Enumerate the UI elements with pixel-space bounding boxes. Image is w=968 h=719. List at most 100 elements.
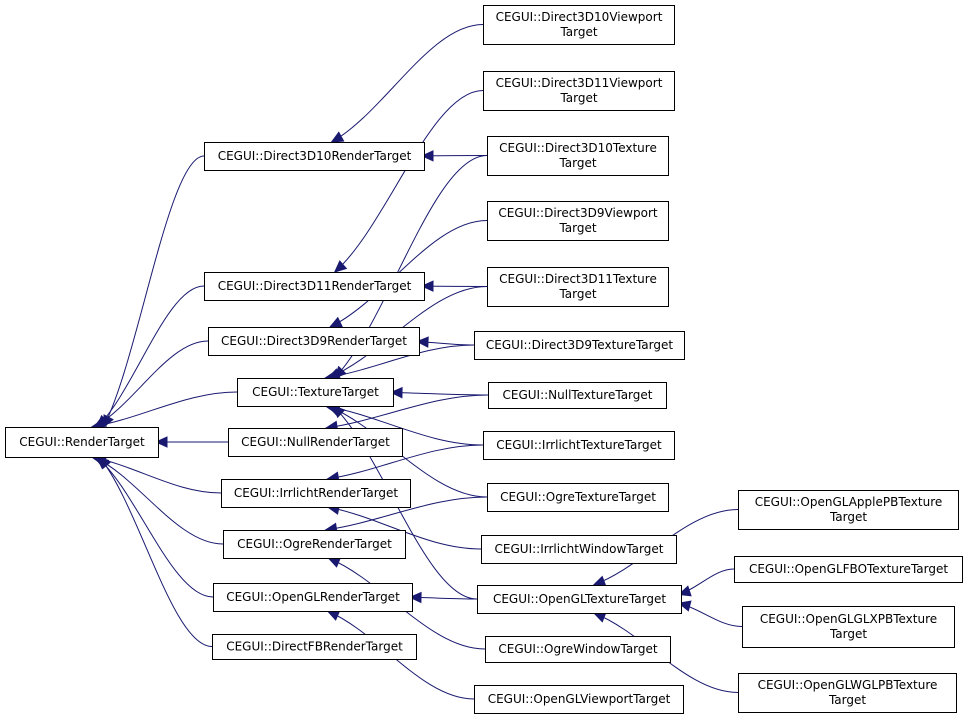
ogre-texture-target-box <box>487 483 669 512</box>
direct3d10-viewport-target-label-1: CEGUI::Direct3D10Viewport <box>496 10 663 24</box>
edge-arrowhead <box>420 280 434 292</box>
edge-arrowhead <box>98 456 112 470</box>
edge-line <box>325 496 488 531</box>
edge-line <box>327 405 488 498</box>
direct3d10-texture-target-label-1: CEGUI::Direct3D10Texture <box>499 141 657 155</box>
edge-arrowhead <box>408 591 422 604</box>
opengl-apple-pb-texture-target-label-2: Target <box>829 510 867 524</box>
opengl-texture-target-node[interactable]: CEGUI::OpenGLTextureTarget <box>477 585 682 614</box>
direct3d11-render-target-box <box>204 272 425 301</box>
direct3d10-render-target-label-1: CEGUI::Direct3D10RenderTarget <box>218 149 412 163</box>
ogre-render-target-node[interactable]: CEGUI::OgreRenderTarget <box>223 530 406 559</box>
edge-line <box>96 456 214 598</box>
texture-target-label-1: CEGUI::TextureTarget <box>252 385 379 399</box>
edge-null-render-target-to-render-target <box>154 436 228 448</box>
edge-line <box>98 456 213 647</box>
irrlicht-texture-target-node[interactable]: CEGUI::IrrlichtTextureTarget <box>483 431 675 460</box>
edge-arrowhead <box>326 610 341 621</box>
directfb-render-target-box <box>212 634 417 660</box>
null-render-target-label-1: CEGUI::NullRenderTarget <box>241 435 390 449</box>
edge-ogre-render-target-to-render-target <box>93 456 224 545</box>
edge-null-texture-target-to-texture-target <box>389 386 489 399</box>
render-target-label-1: CEGUI::RenderTarget <box>19 435 145 449</box>
edge-line <box>327 286 488 379</box>
edge-direct3d9-render-target-to-render-target <box>93 340 209 428</box>
direct3d9-render-target-node[interactable]: CEGUI::Direct3D9RenderTarget <box>208 327 420 356</box>
edge-arrowhead <box>415 336 429 348</box>
edge-line <box>93 340 209 428</box>
direct3d9-render-target-box <box>208 327 420 356</box>
direct3d11-render-target-node[interactable]: CEGUI::Direct3D11RenderTarget <box>204 272 425 301</box>
direct3d11-texture-target-box <box>487 267 669 307</box>
null-texture-target-label-1: CEGUI::NullTextureTarget <box>503 388 653 402</box>
opengl-fbo-texture-target-node[interactable]: CEGUI::OpenGLFBOTextureTarget <box>734 556 963 583</box>
edge-line <box>325 394 489 429</box>
opengl-fbo-texture-target-box <box>734 556 963 583</box>
null-render-target-node[interactable]: CEGUI::NullRenderTarget <box>228 428 403 457</box>
direct3d10-texture-target-label-2: Target <box>558 156 596 170</box>
direct3d10-render-target-node[interactable]: CEGUI::Direct3D10RenderTarget <box>204 142 425 171</box>
irrlicht-render-target-node[interactable]: CEGUI::IrrlichtRenderTarget <box>221 479 411 508</box>
opengl-render-target-box <box>213 583 413 612</box>
direct3d11-render-target-label-1: CEGUI::Direct3D11RenderTarget <box>218 279 412 293</box>
opengl-glxpb-texture-target-box <box>742 606 955 648</box>
edge-texture-target-to-render-target <box>90 391 238 431</box>
null-texture-target-node[interactable]: CEGUI::NullTextureTarget <box>488 382 667 409</box>
opengl-texture-target-label-1: CEGUI::OpenGLTextureTarget <box>493 592 666 606</box>
texture-target-node[interactable]: CEGUI::TextureTarget <box>237 378 394 407</box>
opengl-wglpb-texture-target-label-1: CEGUI::OpenGLWGLPBTexture <box>758 678 938 692</box>
edge-opengl-viewport-target-to-opengl-render-target <box>326 610 475 700</box>
edge-direct3d10-texture-target-to-direct3d10-render-target <box>420 150 488 162</box>
edge-arrowhead <box>154 436 168 448</box>
opengl-apple-pb-texture-target-label-1: CEGUI::OpenGLApplePBTexture <box>755 495 943 509</box>
directfb-render-target-node[interactable]: CEGUI::DirectFBRenderTarget <box>212 634 417 660</box>
opengl-glxpb-texture-target-label-2: Target <box>829 627 867 641</box>
ogre-window-target-node[interactable]: CEGUI::OgreWindowTarget <box>485 636 671 663</box>
irrlicht-window-target-node[interactable]: CEGUI::IrrlichtWindowTarget <box>481 535 677 564</box>
render-target-node[interactable]: CEGUI::RenderTarget <box>5 427 159 458</box>
ogre-texture-target-node[interactable]: CEGUI::OgreTextureTarget <box>487 483 669 512</box>
direct3d10-render-target-box <box>204 142 425 171</box>
direct3d9-texture-target-label-1: CEGUI::Direct3D9TextureTarget <box>486 338 673 352</box>
null-render-target-box <box>228 428 403 457</box>
irrlicht-texture-target-label-1: CEGUI::IrrlichtTextureTarget <box>496 438 662 452</box>
irrlicht-render-target-box <box>221 479 411 508</box>
direct3d9-viewport-target-box <box>487 201 669 241</box>
direct3d10-viewport-target-label-2: Target <box>559 25 597 39</box>
edge-opengl-texture-target-to-opengl-render-target <box>408 591 478 604</box>
opengl-render-target-node[interactable]: CEGUI::OpenGLRenderTarget <box>213 583 413 612</box>
opengl-viewport-target-node[interactable]: CEGUI::OpenGLViewportTarget <box>474 685 684 714</box>
opengl-texture-target-box <box>477 585 682 614</box>
direct3d11-viewport-target-label-1: CEGUI::Direct3D11Viewport <box>496 76 663 90</box>
edge-direct3d9-viewport-target-to-direct3d9-render-target <box>328 220 488 328</box>
edge-opengl-fbo-texture-target-to-opengl-texture-target <box>677 568 735 597</box>
edges-layer <box>90 24 743 700</box>
direct3d11-texture-target-label-1: CEGUI::Direct3D11Texture <box>499 272 657 286</box>
edge-line <box>91 456 222 494</box>
direct3d11-viewport-target-label-2: Target <box>559 91 597 105</box>
opengl-wglpb-texture-target-box <box>738 673 957 713</box>
render-target-box <box>5 427 159 458</box>
edge-line <box>334 90 484 273</box>
ogre-window-target-label-1: CEGUI::OgreWindowTarget <box>498 642 658 656</box>
direct3d9-texture-target-node[interactable]: CEGUI::Direct3D9TextureTarget <box>474 331 685 360</box>
edge-arrowhead <box>677 585 692 597</box>
direct3d9-render-target-label-1: CEGUI::Direct3D9RenderTarget <box>221 334 407 348</box>
opengl-apple-pb-texture-target-box <box>738 490 959 530</box>
edge-line <box>331 24 484 143</box>
edge-arrowhead <box>592 575 607 587</box>
direct3d9-viewport-target-label-2: Target <box>558 221 596 235</box>
edge-line <box>91 391 238 428</box>
ogre-render-target-label-1: CEGUI::OgreRenderTarget <box>237 537 392 551</box>
directfb-render-target-label-1: CEGUI::DirectFBRenderTarget <box>226 640 403 654</box>
nodes-layer: CEGUI::RenderTarget CEGUI::Direct3D10Rend… <box>5 5 963 714</box>
